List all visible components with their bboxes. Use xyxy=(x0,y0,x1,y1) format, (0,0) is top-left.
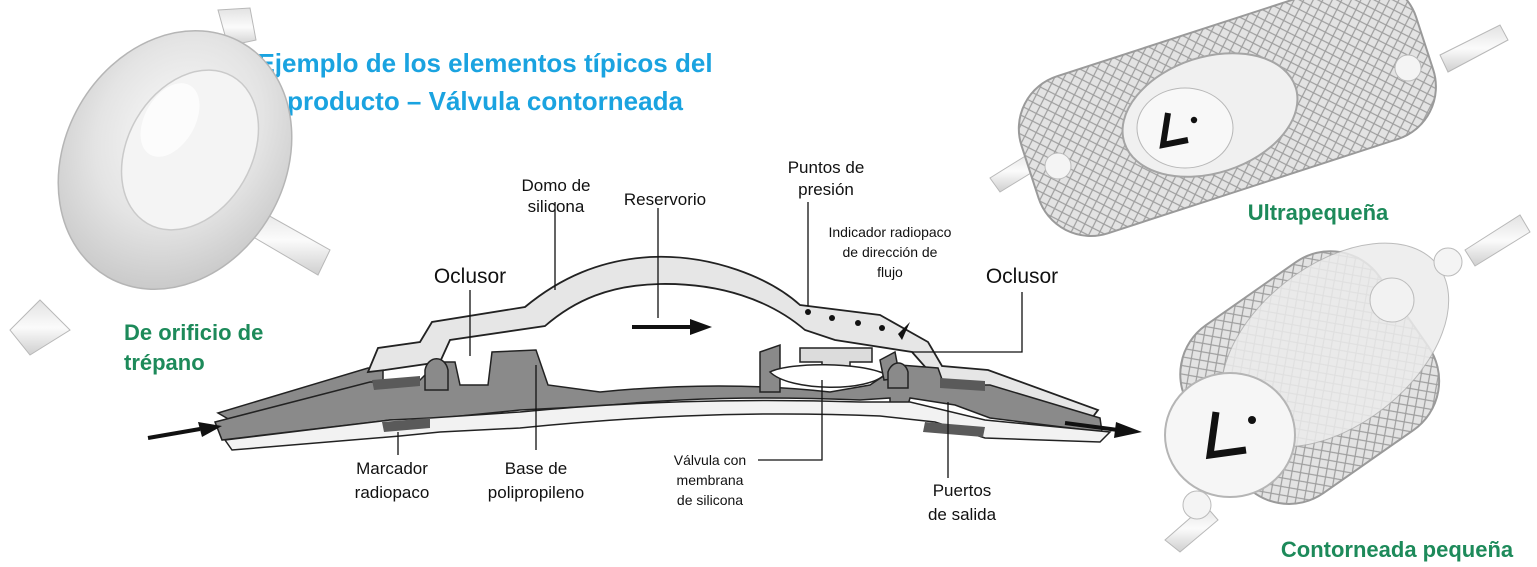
label-flow-indicator-line-1: Indicador radiopaco xyxy=(829,224,952,240)
burr-hole-valve-image xyxy=(9,7,331,356)
label-dome-line-2: silicona xyxy=(528,197,585,216)
label-dome-line-1: Domo de xyxy=(522,176,591,195)
label-reservoir: Reservorio xyxy=(624,190,706,209)
label-base-line-2: polipropileno xyxy=(488,483,584,502)
leader-valve xyxy=(758,380,823,461)
variant-burr-hole-line-1: De orificio de xyxy=(124,320,263,345)
reservoir-flow-arrow xyxy=(632,319,712,335)
leader-occluder-right xyxy=(912,292,1023,353)
contoured-small-valve-image xyxy=(1164,214,1531,553)
label-pressure-points-line-2: presión xyxy=(798,180,854,199)
label-marker-line-1: Marcador xyxy=(356,459,428,478)
title-line-2: producto – Válvula contorneada xyxy=(287,86,683,116)
label-outlet-line-1: Puertos xyxy=(933,481,992,500)
label-outlet-line-2: de salida xyxy=(928,505,997,524)
label-flow-indicator-line-3: flujo xyxy=(877,264,903,280)
inlet-flow-arrow xyxy=(147,422,222,440)
label-pressure-points-line-1: Puntos de xyxy=(788,158,865,177)
variant-burr-hole-line-2: trépano xyxy=(124,350,205,375)
label-base-line-1: Base de xyxy=(505,459,567,478)
label-valve-line-1: Válvula con xyxy=(674,452,746,468)
outlet-flow-arrow xyxy=(1064,421,1142,438)
valve-cross-section xyxy=(213,255,1112,451)
label-marker-line-2: radiopaco xyxy=(355,483,430,502)
variant-contoured-small: Contorneada pequeña xyxy=(1281,537,1514,562)
label-flow-indicator-line-2: de dirección de xyxy=(843,244,938,260)
label-occluder-left: Oclusor xyxy=(434,265,506,288)
ultra-small-valve-image xyxy=(989,0,1509,237)
label-valve-line-2: membrana xyxy=(677,472,744,488)
title-line-1: Ejemplo de los elementos típicos del xyxy=(257,48,712,78)
label-occluder-right: Oclusor xyxy=(986,265,1058,288)
variant-ultra-small: Ultrapequeña xyxy=(1248,200,1389,225)
label-valve-line-3: de silicona xyxy=(677,492,743,508)
